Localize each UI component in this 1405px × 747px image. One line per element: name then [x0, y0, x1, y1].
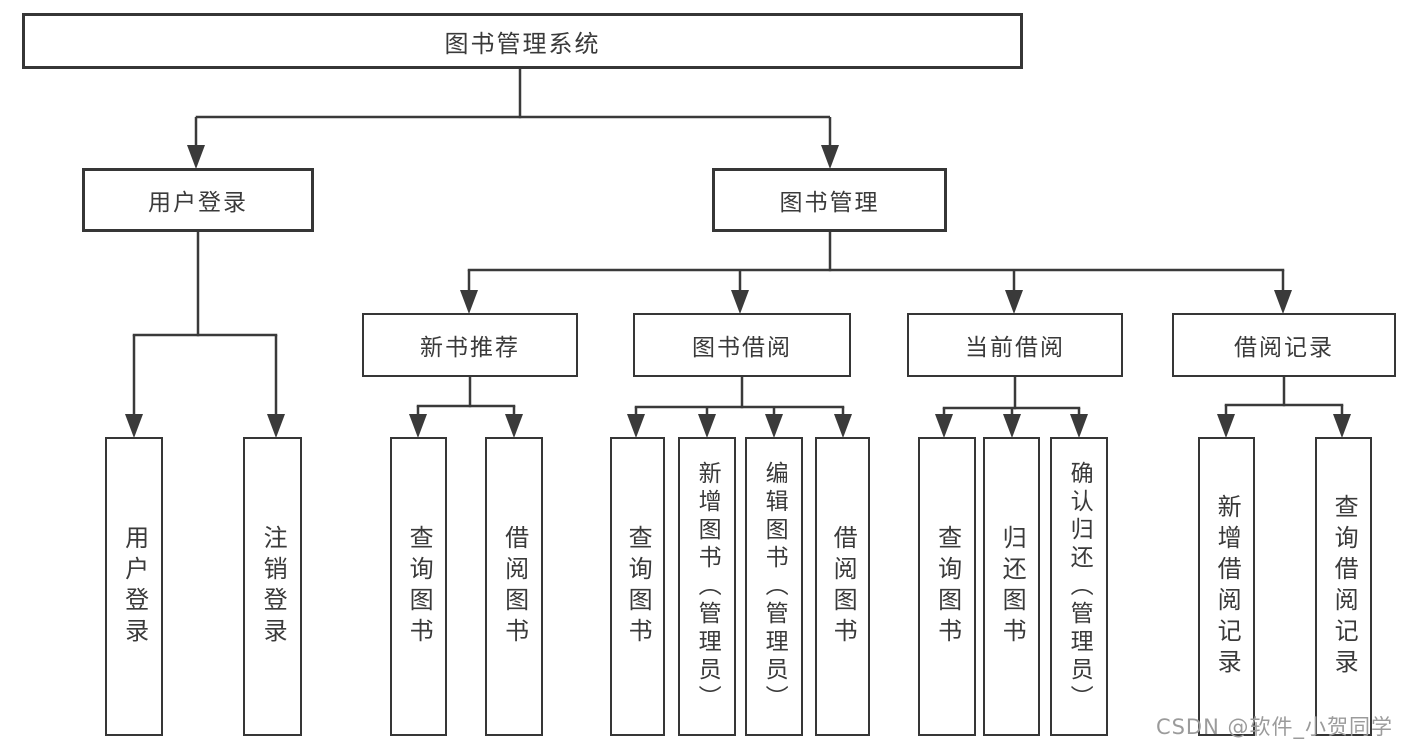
node-user-login: 用户登录	[82, 168, 314, 232]
node-new-book-recommendation-label: 新书推荐	[420, 335, 520, 361]
leaf-query-books-recommend-label: 查询图书	[405, 524, 434, 649]
node-borrowing-record-label: 借阅记录	[1234, 335, 1334, 361]
leaf-query-books-borrowing-label: 查询图书	[624, 524, 653, 649]
leaf-edit-books-admin: 编辑图书（管理员）	[745, 437, 803, 736]
leaf-borrow-books-recommend-label: 借阅图书	[500, 524, 529, 649]
node-root-label: 图书管理系统	[444, 29, 601, 58]
node-user-login-label: 用户登录	[148, 190, 248, 216]
leaf-query-books-current-label: 查询图书	[933, 524, 962, 649]
node-book-management-label: 图书管理	[779, 190, 880, 216]
leaf-return-books: 归还图书	[983, 437, 1040, 736]
leaf-logout-label: 注销登录	[259, 524, 288, 649]
leaf-return-books-label: 归还图书	[998, 524, 1027, 649]
node-borrowing-record: 借阅记录	[1172, 313, 1396, 377]
leaf-query-books-recommend: 查询图书	[390, 437, 447, 736]
leaf-confirm-return-admin-label: 确认归还（管理员）	[1066, 460, 1093, 713]
node-book-management: 图书管理	[712, 168, 947, 232]
node-book-borrowing-label: 图书借阅	[692, 335, 792, 361]
node-current-borrowing: 当前借阅	[907, 313, 1123, 377]
leaf-add-books-admin: 新增图书（管理员）	[678, 437, 736, 736]
leaf-query-books-current: 查询图书	[918, 437, 976, 736]
leaf-query-borrow-record-label: 查询借阅记录	[1330, 493, 1359, 680]
node-book-borrowing: 图书借阅	[633, 313, 851, 377]
csdn-watermark: CSDN @软件_小贺同学	[1155, 715, 1393, 739]
leaf-add-borrow-record: 新增借阅记录	[1198, 437, 1255, 736]
node-new-book-recommendation: 新书推荐	[362, 313, 578, 377]
arrowheads	[125, 145, 1351, 438]
leaf-query-borrow-record: 查询借阅记录	[1315, 437, 1372, 736]
leaf-add-books-admin-label: 新增图书（管理员）	[694, 460, 721, 713]
leaf-borrow-books-recommend: 借阅图书	[485, 437, 543, 736]
leaf-logout: 注销登录	[243, 437, 302, 736]
leaf-confirm-return-admin: 确认归还（管理员）	[1050, 437, 1108, 736]
leaf-user-login: 用户登录	[105, 437, 163, 736]
leaf-add-borrow-record-label: 新增借阅记录	[1213, 493, 1242, 680]
leaf-borrow-books: 借阅图书	[815, 437, 870, 736]
leaf-query-books-borrowing: 查询图书	[610, 437, 665, 736]
leaf-borrow-books-label: 借阅图书	[829, 524, 858, 649]
leaf-edit-books-admin-label: 编辑图书（管理员）	[761, 460, 788, 713]
leaf-user-login-label: 用户登录	[120, 524, 149, 649]
node-current-borrowing-label: 当前借阅	[965, 335, 1065, 361]
node-root-library-management-system: 图书管理系统	[22, 13, 1023, 69]
